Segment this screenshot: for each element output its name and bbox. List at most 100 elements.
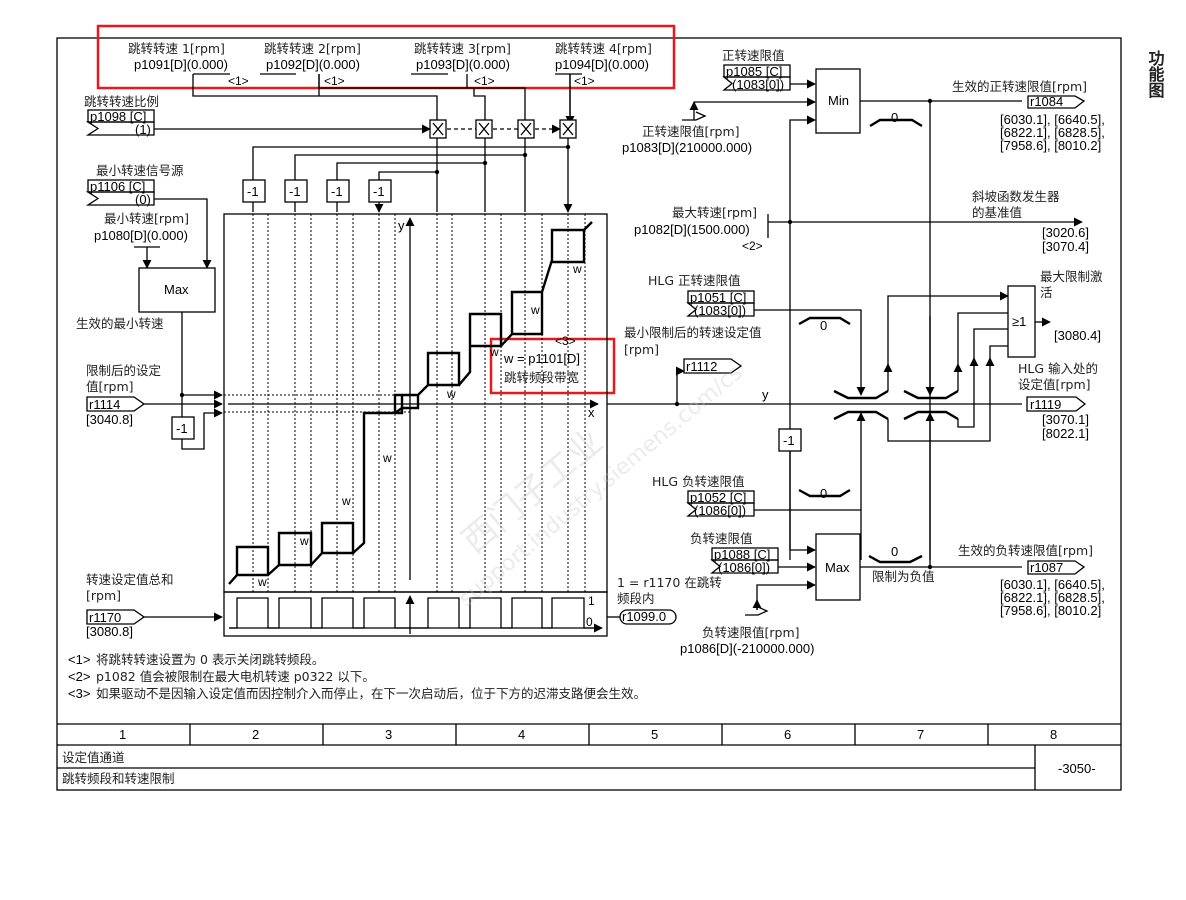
r1084-ref[interactable]: [7958.6], [8010.2]	[1000, 138, 1101, 153]
min-src-param[interactable]: p1106 [C]	[90, 179, 145, 194]
p1086-label: 负转速限值[rpm]	[702, 625, 800, 640]
note-ref: <1>	[474, 74, 495, 88]
eff-neg-label: 生效的负转速限值[rpm]	[958, 543, 1093, 558]
p1051-value: (1083[0])	[694, 303, 746, 318]
r1084-ref[interactable]: [6030.1], [6640.5],	[1000, 112, 1105, 127]
skip-speed-3: 跳转转速 3[rpm] p1093[D](0.000) <1>	[414, 41, 511, 88]
bandwidth-param[interactable]: w = p1101[D]	[503, 351, 580, 366]
min-limited-label: 最小限制后的转速设定值	[624, 325, 762, 340]
zero-label: 0	[820, 486, 827, 501]
svg-text:w: w	[257, 575, 267, 589]
note-ref: <1>	[228, 74, 249, 88]
ramp-ref-label: 斜坡函数发生器	[972, 189, 1060, 204]
neg-limit-label: 负转速限值	[690, 531, 753, 546]
scale-label: 跳转转速比例	[84, 94, 159, 109]
negate-box: -1	[176, 421, 188, 436]
svg-text:w: w	[299, 534, 309, 548]
skip-speed-param[interactable]: p1094[D](0.000)	[555, 57, 649, 72]
r1114-ref[interactable]: [3040.8]	[86, 412, 133, 427]
r1114-label[interactable]: r1114	[89, 397, 120, 412]
p1086-param[interactable]: p1086[D](-210000.000)	[680, 641, 814, 656]
r1170-label[interactable]: r1170	[89, 610, 121, 625]
svg-text:-1: -1	[289, 184, 301, 199]
skip-speed-param[interactable]: p1092[D](0.000)	[266, 57, 360, 72]
x-axis-label: x	[588, 405, 595, 420]
r1170-connector[interactable]	[86, 609, 146, 625]
ramp-ref[interactable]: [3020.6]	[1042, 225, 1089, 240]
skip-speed-label: 跳转转速 4[rpm]	[555, 41, 652, 56]
max-block-min	[138, 267, 216, 313]
eff-pos-label: 生效的正转速限值[rpm]	[952, 79, 1087, 94]
r1099-connector[interactable]	[619, 609, 677, 625]
r1087-label[interactable]: r1087	[1030, 560, 1063, 575]
max-active-label2: 活	[1040, 285, 1053, 300]
r1087-ref[interactable]: [7958.6], [8010.2]	[1000, 603, 1101, 618]
r1119-connector[interactable]	[1026, 396, 1087, 412]
min-src-label: 最小转速信号源	[96, 163, 184, 178]
svg-text:<1>: <1>	[68, 652, 90, 667]
svg-text:-1: -1	[247, 184, 259, 199]
in-band-graph	[223, 591, 608, 637]
hlg-pos-label: HLG 正转速限值	[648, 273, 741, 288]
ramp-ref[interactable]: [3070.4]	[1042, 239, 1089, 254]
zero-label: 0	[820, 318, 827, 333]
r1112-connector[interactable]	[683, 358, 743, 374]
limit-neg-label: 限制为负值	[872, 569, 935, 584]
min-speed-param[interactable]: p1080[D](0.000)	[94, 228, 188, 243]
scale-param[interactable]: p1098 [C]	[90, 109, 146, 124]
p1083-label: 正转速限值[rpm]	[642, 124, 740, 139]
y-axis-label: y	[398, 218, 405, 233]
svg-text:w: w	[572, 262, 582, 276]
svg-text:w: w	[530, 303, 540, 317]
svg-text:-1: -1	[331, 184, 343, 199]
max-active-ref[interactable]: [3080.4]	[1054, 328, 1101, 343]
p1085-value: (1083[0])	[732, 77, 784, 92]
skip-speed-label: 跳转转速 2[rpm]	[264, 41, 361, 56]
p1082-param[interactable]: p1082[D](1500.000)	[634, 222, 750, 237]
r1119-ref[interactable]: [8022.1]	[1042, 426, 1089, 441]
skip-speed-param[interactable]: p1093[D](0.000)	[416, 57, 510, 72]
r1087-ref[interactable]: [6822.1], [6828.5],	[1000, 590, 1105, 605]
p1051-param[interactable]: p1051 [C]	[690, 290, 746, 305]
svg-text:8: 8	[1050, 727, 1057, 742]
max-speed-label: 最大转速[rpm]	[672, 205, 757, 220]
p1052-value: (1086[0])	[694, 503, 746, 518]
svg-text:6: 6	[784, 727, 791, 742]
r1084-ref[interactable]: [6822.1], [6828.5],	[1000, 125, 1105, 140]
r1119-ref[interactable]: [3070.1]	[1042, 412, 1089, 427]
effective-min-label: 生效的最小转速	[76, 316, 164, 331]
hlg-neg-label: HLG 负转速限值	[652, 474, 745, 489]
multiplier-row	[429, 119, 577, 139]
min-block	[815, 68, 861, 134]
skip-speed-param[interactable]: p1091[D](0.000)	[134, 57, 228, 72]
r1099-label[interactable]: r1099.0	[622, 609, 666, 624]
sum-sp-label: 转速设定值总和	[86, 572, 174, 587]
p1088-value: (1086[0])	[718, 560, 770, 575]
level-zero: 0	[586, 615, 593, 629]
svg-text:<3>: <3>	[68, 686, 90, 701]
svg-text:<2>: <2>	[68, 669, 90, 684]
p1083-param[interactable]: p1083[D](210000.000)	[622, 140, 752, 155]
p1088-param[interactable]: p1088 [C]	[714, 547, 770, 562]
pulse-train	[229, 597, 600, 629]
note-ref: <1>	[324, 74, 345, 88]
skip-speed-4: 跳转转速 4[rpm] p1094[D](0.000) <1>	[555, 41, 652, 88]
svg-text:-1: -1	[373, 184, 385, 199]
p1052-param[interactable]: p1052 [C]	[690, 490, 746, 505]
r1087-connector[interactable]	[1027, 560, 1086, 575]
bandwidth-label: 跳转频段带宽	[504, 370, 579, 385]
r1084-connector[interactable]	[1027, 95, 1086, 109]
r1170-ref[interactable]: [3080.8]	[86, 624, 133, 639]
p1085-param[interactable]: p1085 [C]	[726, 64, 782, 79]
limiter-switches	[833, 389, 959, 421]
r1119-label[interactable]: r1119	[1030, 397, 1061, 412]
r1114-connector[interactable]	[86, 396, 146, 412]
in-band-label: 1 = r1170 在跳转	[617, 575, 722, 590]
r1087-ref[interactable]: [6030.1], [6640.5],	[1000, 577, 1105, 592]
r1112-label[interactable]: r1112	[686, 359, 717, 374]
svg-text:p1082 值会被限制在最大电机转速 p0322 以下。: p1082 值会被限制在最大电机转速 p0322 以下。	[96, 669, 375, 684]
svg-text:4: 4	[518, 727, 525, 742]
r1084-label[interactable]: r1084	[1030, 94, 1063, 109]
y-signal-label: y	[762, 387, 769, 402]
page-number: -3050-	[1058, 761, 1096, 776]
